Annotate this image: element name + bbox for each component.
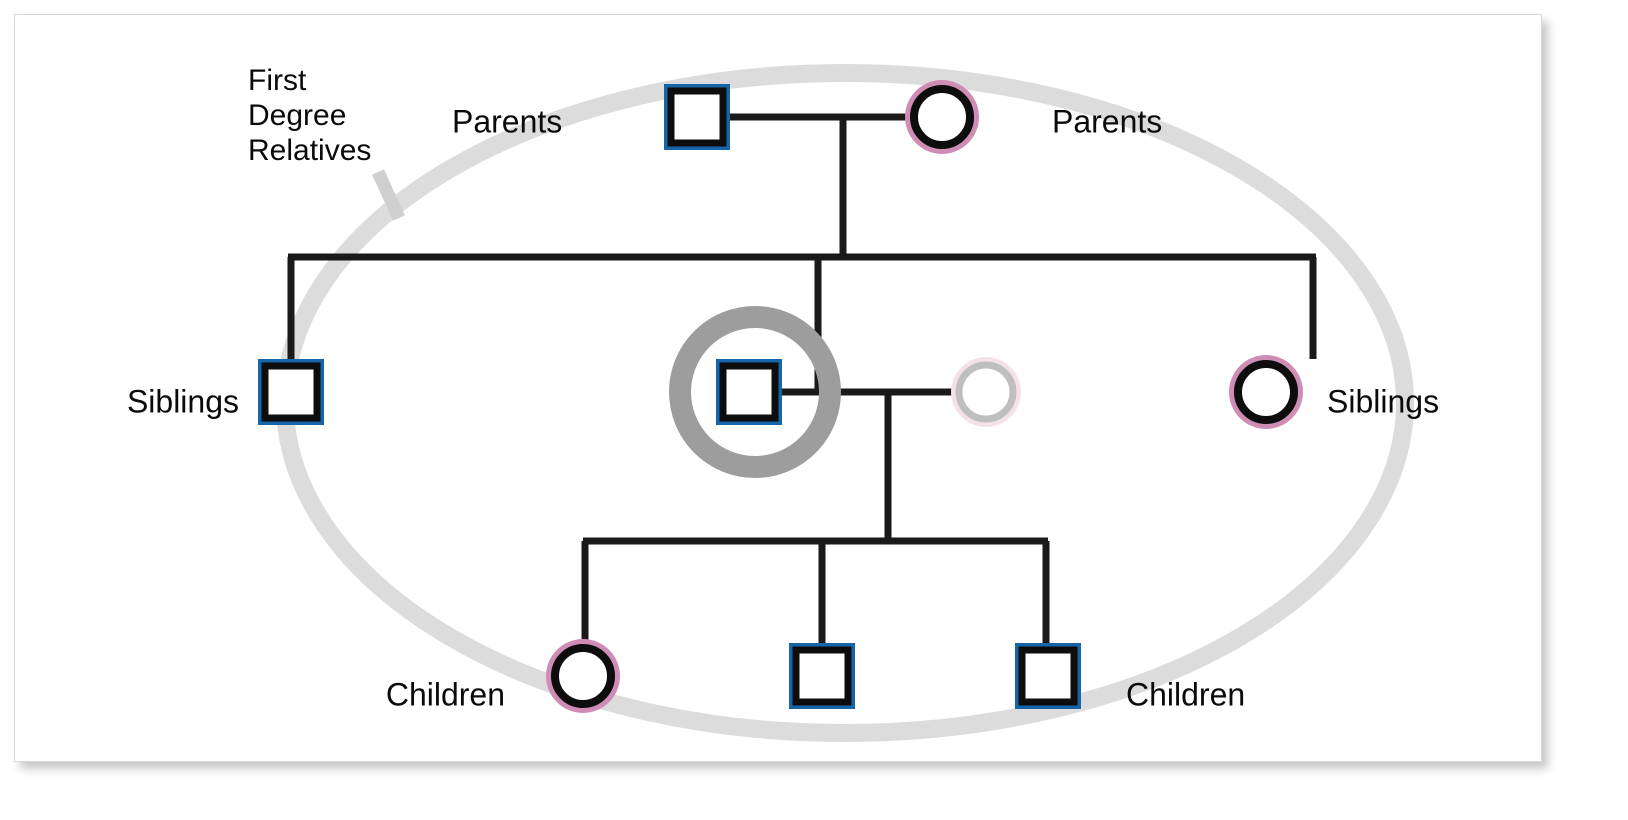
symbol-mother[interactable] <box>905 80 979 154</box>
symbol-sibling-left[interactable] <box>258 359 324 425</box>
symbol-proband[interactable] <box>716 359 782 425</box>
proband-highlight-ring <box>669 306 841 478</box>
symbol-father[interactable] <box>664 84 730 150</box>
label-parents-left: Parents <box>452 103 562 139</box>
label-siblings-left: Siblings <box>127 383 239 419</box>
label-children-left: Children <box>386 676 505 712</box>
symbol-sibling-right[interactable] <box>1229 355 1303 429</box>
label-children-right: Children <box>1126 676 1245 712</box>
symbol-child-3[interactable] <box>1015 643 1081 709</box>
first-degree-leader-tick <box>372 169 405 221</box>
symbol-child-1[interactable] <box>546 639 620 713</box>
label-parents-right: Parents <box>1052 103 1162 139</box>
symbol-child-2[interactable] <box>789 643 855 709</box>
symbol-spouse[interactable] <box>951 357 1021 427</box>
first-degree-relatives-label-line-3: Relatives <box>248 134 371 167</box>
first-degree-relatives-label-line-1: First <box>248 64 307 97</box>
first-degree-relatives-label-line-2: Degree <box>248 99 346 132</box>
label-siblings-right: Siblings <box>1327 383 1439 419</box>
